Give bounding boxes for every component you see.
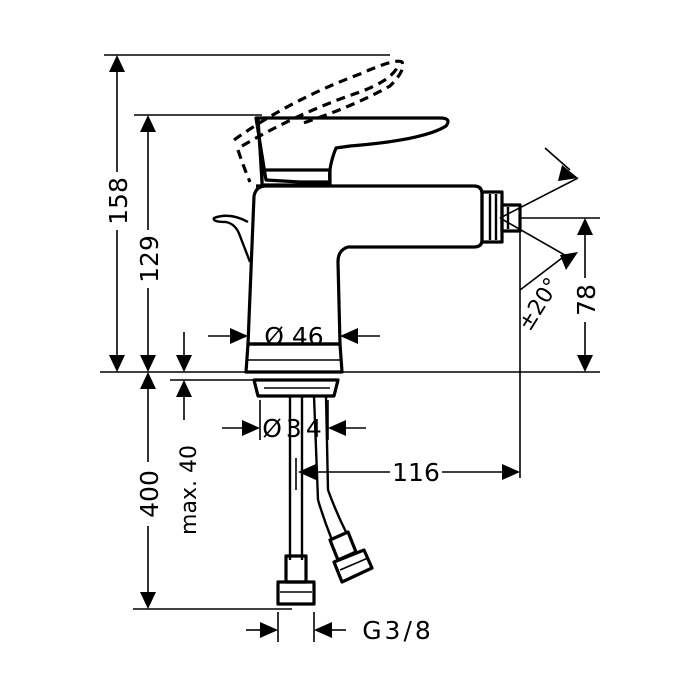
dimension-158: 158: [100, 55, 134, 372]
extension-lines: [100, 54, 600, 610]
dimension-78: 78: [570, 218, 602, 372]
label-d46: Ø 46: [264, 322, 323, 351]
dimension-d46: Ø 46: [208, 322, 380, 351]
dimension-400: 400: [131, 372, 165, 609]
swivel-angle: ±20°: [499, 147, 579, 336]
label-max-40: max. 40: [177, 445, 202, 535]
label-158: 158: [104, 177, 133, 225]
dimension-129: 129: [131, 115, 165, 372]
dimension-116: 116: [295, 458, 520, 490]
tap-body: [212, 59, 522, 398]
label-d34: Ø34: [262, 414, 326, 443]
dimension-g38: G3/8: [246, 612, 434, 645]
dimension-d34: Ø34: [222, 400, 366, 443]
label-400: 400: [135, 470, 164, 518]
hoses: [276, 395, 374, 606]
label-angle: ±20°: [514, 274, 566, 336]
deck-arrows: [176, 332, 192, 420]
label-129: 129: [135, 235, 164, 283]
label-78: 78: [572, 284, 601, 316]
label-116: 116: [392, 458, 440, 487]
label-g38: G3/8: [362, 616, 434, 645]
